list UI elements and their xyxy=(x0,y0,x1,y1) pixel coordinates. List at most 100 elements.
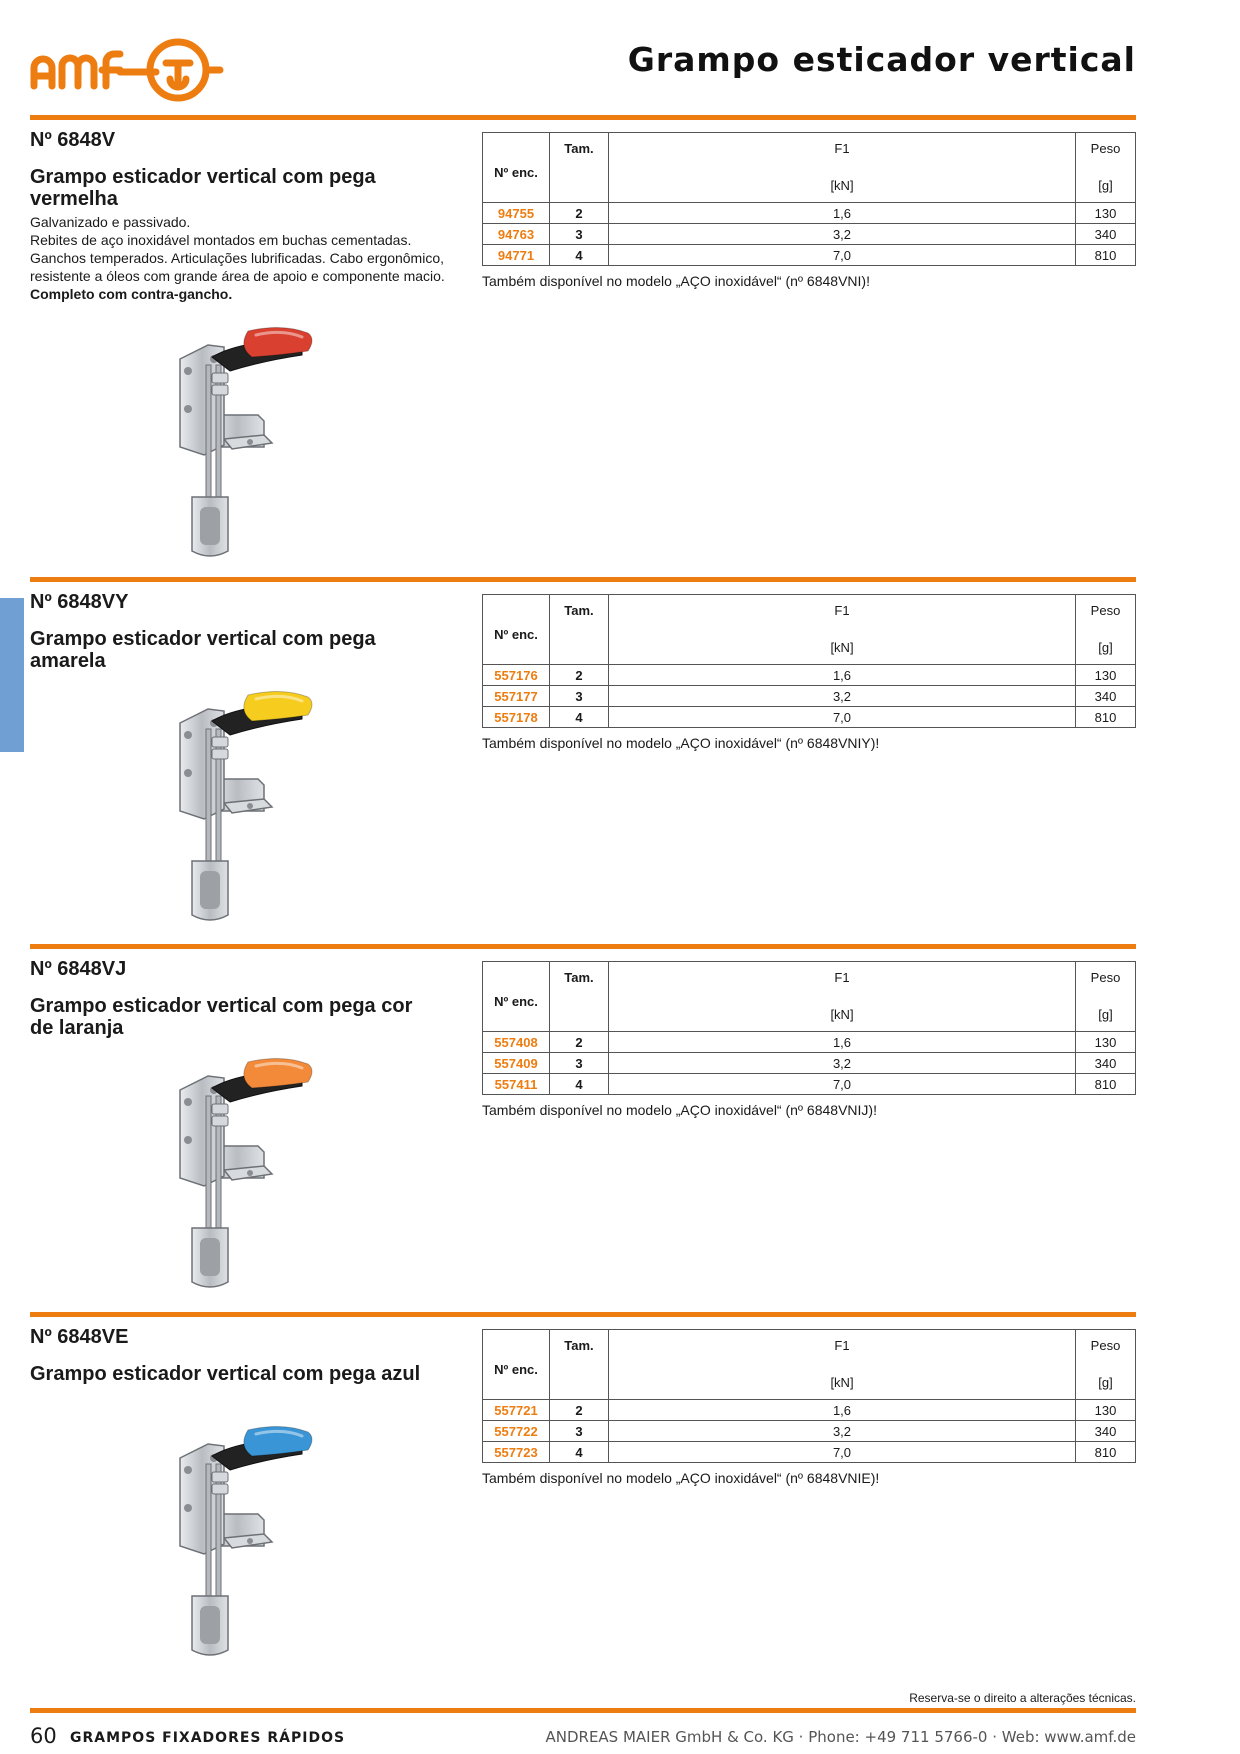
amf-logo-lettering xyxy=(30,38,224,102)
order-number[interactable]: 557176 xyxy=(482,664,550,686)
force-value: 1,6 xyxy=(608,1031,1076,1053)
col-header-weight-unit: [g] xyxy=(1098,178,1113,193)
section-rule xyxy=(30,944,1136,949)
order-number[interactable]: 94755 xyxy=(482,202,550,224)
col-header-weight: Peso[g] xyxy=(1075,132,1136,203)
col-header-f1: F1[kN] xyxy=(608,594,1076,665)
col-header-f1-label: F1 xyxy=(834,141,850,156)
clamp-product-image xyxy=(179,1426,313,1656)
footer-note: Reserva-se o direito a alterações técnic… xyxy=(909,1691,1136,1705)
table-header-row: Nº enc. Tam. F1[kN] Peso[g] xyxy=(482,961,1136,1032)
handle-grip xyxy=(243,1058,313,1089)
product-number: Nº 6848VJ xyxy=(30,958,127,980)
mounting-hole xyxy=(247,1170,253,1176)
weight-value: 130 xyxy=(1075,1031,1136,1053)
col-header-order-no: Nº enc. xyxy=(482,132,550,203)
force-value: 1,6 xyxy=(608,202,1076,224)
size-value: 2 xyxy=(549,1399,609,1421)
mounting-hole xyxy=(247,803,253,809)
weight-value: 130 xyxy=(1075,664,1136,686)
size-value: 3 xyxy=(549,223,609,245)
rivet xyxy=(184,1098,192,1106)
size-value: 3 xyxy=(549,1052,609,1074)
order-number[interactable]: 557408 xyxy=(482,1031,550,1053)
col-header-f1-unit: [kN] xyxy=(830,1007,854,1022)
description-line: Galvanizado e passivado. xyxy=(30,214,191,230)
handle-grip xyxy=(243,691,313,722)
clamp-product-image xyxy=(179,1058,313,1288)
col-header-weight-unit: [g] xyxy=(1098,1375,1113,1390)
rivet xyxy=(184,731,192,739)
hex-nut xyxy=(211,372,229,384)
page-number: 60 xyxy=(30,1724,57,1748)
order-number[interactable]: 557721 xyxy=(482,1399,550,1421)
weight-value: 810 xyxy=(1075,244,1136,266)
order-number[interactable]: 557409 xyxy=(482,1052,550,1074)
size-value: 4 xyxy=(549,244,609,266)
mounting-hole xyxy=(247,1538,253,1544)
product-title: Grampo esticador vertical com pega cor d… xyxy=(30,995,413,1039)
section-rule xyxy=(30,115,1136,120)
product-description: Galvanizado e passivado. Rebites de aço … xyxy=(30,213,450,303)
col-header-weight-unit: [g] xyxy=(1098,1007,1113,1022)
table-header-row: Nº enc. Tam. F1[kN] Peso[g] xyxy=(482,132,1136,203)
col-header-order-no: Nº enc. xyxy=(482,1329,550,1400)
size-value: 3 xyxy=(549,1420,609,1442)
force-value: 3,2 xyxy=(608,1420,1076,1442)
section-rule xyxy=(30,577,1136,582)
hex-nut xyxy=(211,736,229,748)
size-value: 2 xyxy=(549,202,609,224)
col-header-f1: F1[kN] xyxy=(608,132,1076,203)
product-section-6848v: Nº 6848V Grampo esticador vertical com p… xyxy=(30,115,1136,565)
order-number[interactable]: 94763 xyxy=(482,223,550,245)
size-value: 4 xyxy=(549,1441,609,1463)
weight-value: 810 xyxy=(1075,706,1136,728)
grip-highlight xyxy=(254,694,304,703)
hex-nut xyxy=(211,1115,229,1127)
grip-highlight xyxy=(254,1061,304,1070)
col-header-size: Tam. xyxy=(549,961,609,1032)
order-number[interactable]: 557177 xyxy=(482,685,550,707)
rivet xyxy=(184,1466,192,1474)
hook-slot xyxy=(200,1238,220,1276)
table-header-row: Nº enc. Tam. F1[kN] Peso[g] xyxy=(482,1329,1136,1400)
force-value: 3,2 xyxy=(608,685,1076,707)
size-value: 4 xyxy=(549,1073,609,1095)
weight-value: 340 xyxy=(1075,1420,1136,1442)
mounting-hole xyxy=(247,439,253,445)
product-number: Nº 6848VY xyxy=(30,591,129,613)
rivet xyxy=(184,405,192,413)
col-header-f1-label: F1 xyxy=(834,1338,850,1353)
hook-slot xyxy=(200,871,220,909)
col-header-order-no: Nº enc. xyxy=(482,594,550,665)
product-title: Grampo esticador vertical com pega azul xyxy=(30,1363,421,1385)
clamp-product-image xyxy=(179,327,313,557)
weight-value: 340 xyxy=(1075,1052,1136,1074)
size-value: 3 xyxy=(549,685,609,707)
hook-slot xyxy=(200,507,220,545)
col-header-f1: F1[kN] xyxy=(608,1329,1076,1400)
force-value: 7,0 xyxy=(608,1441,1076,1463)
col-header-size: Tam. xyxy=(549,1329,609,1400)
order-number[interactable]: 557411 xyxy=(482,1073,550,1095)
weight-value: 340 xyxy=(1075,223,1136,245)
order-number[interactable]: 557723 xyxy=(482,1441,550,1463)
hex-nut xyxy=(211,384,229,396)
col-header-weight-label: Peso xyxy=(1090,970,1121,985)
order-number[interactable]: 557722 xyxy=(482,1420,550,1442)
rivet xyxy=(184,769,192,777)
order-number[interactable]: 557178 xyxy=(482,706,550,728)
col-header-size: Tam. xyxy=(549,132,609,203)
force-value: 1,6 xyxy=(608,1399,1076,1421)
col-header-f1-label: F1 xyxy=(834,603,850,618)
order-number[interactable]: 94771 xyxy=(482,244,550,266)
hex-nut xyxy=(211,1103,229,1115)
